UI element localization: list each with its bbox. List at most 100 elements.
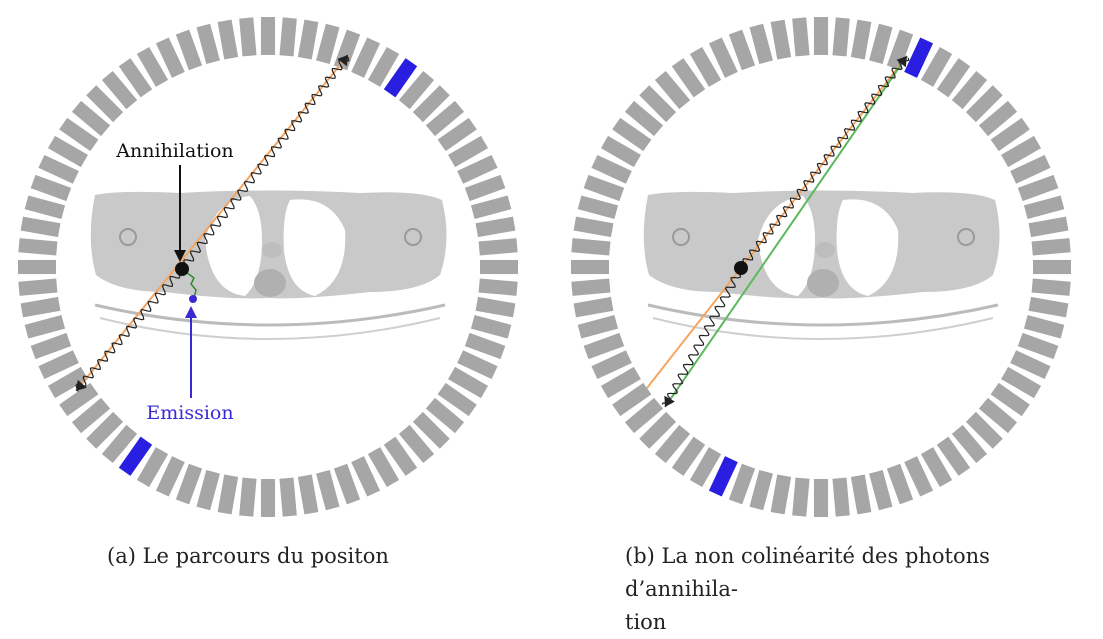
table-line-lower — [652, 317, 994, 340]
detector-block — [260, 479, 276, 517]
detector-block — [813, 17, 829, 55]
detector-block — [577, 315, 619, 339]
event-overlay — [75, 54, 350, 398]
photon-wave-up — [181, 54, 350, 271]
detector-block — [47, 135, 88, 168]
detector-block — [1001, 366, 1042, 399]
panel-non-collinearity — [553, 0, 1103, 530]
detector-block — [86, 85, 124, 123]
photon-arrowhead-down — [76, 379, 87, 391]
detector-block — [398, 424, 435, 464]
detector-block — [978, 397, 1018, 434]
detector-block — [196, 469, 220, 511]
annihilation-arrow-head — [174, 250, 186, 262]
detector-block — [600, 366, 641, 399]
right-arm-bone — [119, 228, 137, 246]
photon-arrowhead-up — [337, 55, 348, 67]
detector-block — [71, 397, 111, 434]
detector-block — [624, 100, 664, 137]
detector-block — [1023, 195, 1065, 219]
detector-block — [30, 174, 72, 202]
detector-block — [175, 463, 203, 505]
detector-block — [886, 463, 914, 505]
detector-ring — [18, 17, 518, 517]
detector-block — [59, 117, 99, 152]
detector-block — [475, 296, 516, 318]
detector-block — [850, 474, 872, 515]
detector-block — [591, 350, 632, 380]
detector-block — [47, 366, 88, 399]
detector-block — [612, 117, 652, 152]
detector-block — [155, 456, 185, 497]
table-line — [647, 303, 999, 327]
detector-block — [24, 195, 66, 219]
emission-point — [189, 295, 197, 303]
detector-block — [412, 411, 450, 449]
detector-block — [316, 23, 340, 65]
detector-block — [571, 278, 611, 296]
detector-block — [217, 474, 239, 515]
detector-block — [792, 477, 810, 517]
detector-block — [869, 23, 893, 65]
detector-block — [936, 436, 971, 476]
detector-block — [571, 238, 611, 256]
spine — [807, 269, 839, 297]
detector-block — [1010, 154, 1051, 184]
ct-slice-image — [643, 190, 1000, 340]
detector-block — [583, 174, 625, 202]
detector-block — [59, 382, 99, 417]
detector-block — [480, 259, 518, 275]
detector-block — [398, 70, 435, 110]
detector-block — [978, 100, 1018, 137]
detector-block — [728, 463, 756, 505]
detector-block — [351, 37, 381, 78]
detector-block — [279, 477, 297, 517]
photon-arrowhead-down — [664, 395, 675, 407]
detector-block — [689, 46, 722, 87]
emission-arrow-head — [185, 306, 197, 318]
detector-block — [571, 259, 609, 275]
detector-block — [383, 436, 418, 476]
emission-label: Emission — [146, 402, 233, 424]
detector-block — [654, 424, 691, 464]
detector-block — [478, 238, 518, 256]
detector-block — [101, 424, 138, 464]
detector-block — [1017, 174, 1059, 202]
caption-b-line1: (b) La non colinéarité des photons d’ann… — [625, 544, 990, 601]
detector-block — [86, 411, 124, 449]
detector-block — [136, 46, 169, 87]
detector-ring — [571, 17, 1071, 517]
detector-block — [577, 195, 619, 219]
table-line-lower — [99, 317, 441, 340]
pet-ring-diagram-a: Annihilation Emission — [18, 17, 518, 517]
detector-block — [448, 366, 489, 399]
left-lung — [836, 199, 899, 296]
detector-block — [770, 474, 792, 515]
caption-b: (b) La non colinéarité des photons d’ann… — [625, 540, 1095, 639]
detector-block — [367, 46, 400, 87]
trachea — [815, 242, 835, 258]
detector-block — [470, 195, 512, 219]
detector-block — [770, 19, 792, 60]
detector-block — [1033, 259, 1071, 275]
detector-block — [990, 117, 1030, 152]
detector-block — [1028, 296, 1069, 318]
detector-block — [990, 382, 1030, 417]
detector-block — [832, 17, 850, 57]
detector-block — [351, 456, 381, 497]
detector-block — [333, 463, 361, 505]
positron-track — [181, 268, 197, 299]
detector-block — [316, 469, 340, 511]
panel-positron-range: Annihilation Emission — [0, 0, 550, 530]
event-overlay — [646, 55, 910, 408]
detector-block — [1023, 315, 1065, 339]
detector-block — [965, 411, 1003, 449]
detector-block — [612, 382, 652, 417]
detector-block — [464, 332, 506, 360]
detector-block — [118, 58, 153, 98]
photon-wave-down — [75, 267, 183, 392]
detector-block — [639, 85, 677, 123]
detector-block — [850, 19, 872, 60]
detector-block — [425, 100, 465, 137]
detector-block — [624, 397, 664, 434]
